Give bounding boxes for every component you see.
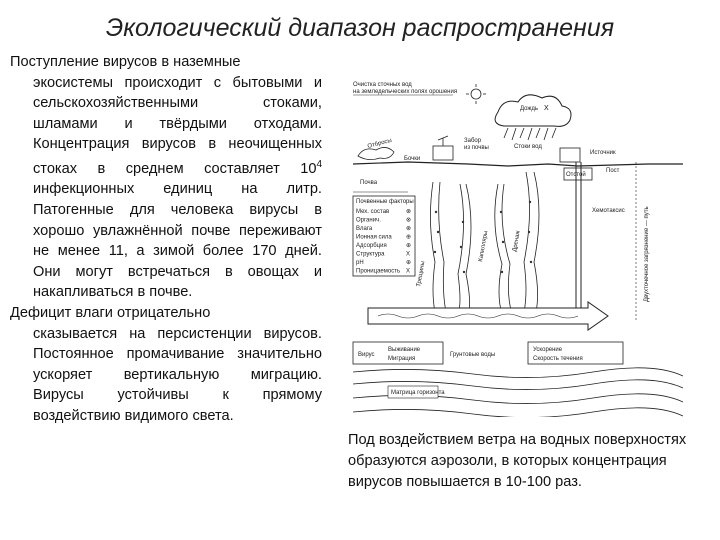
factor-mark: ⊕: [406, 243, 411, 249]
tank-label-1: Забор: [464, 138, 482, 144]
paragraph-first-line: Дефицит влаги отрицательно: [10, 304, 211, 321]
sediment-label: Отстой: [566, 171, 586, 178]
factor-mark: ⊗: [406, 209, 411, 215]
paragraph-body-tail: инфекционных единиц на литр. Патогенные …: [33, 181, 322, 301]
soil-factors-table: Почвенные факторы Мех. состав ⊗ Органич. ⊗ В…: [352, 195, 416, 277]
bottom-left-survival: Выживание: [388, 347, 421, 353]
vertical-label-capillaries: Капилляры: [478, 230, 489, 262]
pump-house-icon: [559, 147, 593, 322]
factor-mark: ⊕: [406, 260, 411, 266]
bottom-left-virus: Вирус: [358, 352, 375, 358]
factor-name: Органич.: [356, 218, 381, 224]
paragraph-body: экосистемы происходит с бытовыми и сельс…: [10, 73, 322, 303]
factor-name: Мех. состав: [356, 209, 389, 215]
bottom-right-speed: Скорость течения: [533, 356, 583, 362]
factor-name: Структура: [356, 252, 385, 258]
factor-name: Влага: [356, 226, 373, 232]
migration-dots: [433, 200, 533, 274]
bottom-info-row: Вирус Выживание Миграция Грунтовые воды …: [352, 341, 624, 365]
factor-name: Ионная сила: [356, 235, 392, 241]
well-label: Бочки: [404, 156, 420, 162]
paragraph-body: сказывается на персистенции вирусов. Пос…: [33, 325, 322, 424]
side-label: Двухточечное загрязнение — путь: [644, 206, 650, 302]
rain-cloud-icon: [494, 94, 572, 141]
rain-label: Дождь: [520, 106, 538, 112]
waste-cloud-icon: [357, 147, 395, 160]
factor-mark: ⊗: [406, 226, 411, 232]
page-title: Экологический диапазон распространения: [105, 14, 615, 42]
bottom-left-migration: Миграция: [388, 356, 415, 362]
soil-label: Почва: [360, 180, 378, 186]
groundwater-flow-arrow: [367, 301, 609, 331]
factor-name: pH: [356, 260, 364, 266]
tank-label-2: из почвы: [464, 145, 489, 151]
ecology-diagram: Очистка сточных вод на земледельческих п…: [352, 82, 684, 417]
paragraph-first-line: Поступление вирусов в наземные: [10, 54, 241, 70]
aerosol-note: Под воздействием ветра на водных поверхн…: [348, 432, 687, 490]
vertical-label-drainage: Дренаж: [512, 230, 522, 252]
paragraph-body-text: экосистемы происходит с бытовыми и сельс…: [33, 74, 322, 177]
factor-mark: X: [406, 252, 410, 258]
diagram-top-label-1: Очистка сточных вод: [353, 82, 412, 88]
vertical-label-cracks: Трещины: [416, 261, 426, 288]
rain-mark: X: [544, 105, 549, 112]
left-text-block: Поступление вирусов в наземные экосистем…: [10, 52, 322, 427]
diagram-top-label-2: на земледельческих полях орошения: [353, 89, 457, 95]
spring-label: Источник: [590, 150, 616, 156]
factor-mark: ⊕: [406, 235, 411, 241]
factor-name: Адсорбция: [356, 243, 387, 249]
paragraph-virus-entry: Поступление вирусов в наземные экосистем…: [10, 52, 322, 303]
runoff-label: Стоки вод: [514, 144, 542, 150]
factor-mark: ⊗: [406, 218, 411, 224]
sun-icon: [466, 84, 486, 104]
factor-name: Проницаемость: [356, 269, 400, 275]
aquifer-label: Матрица горизонта: [391, 390, 445, 396]
bottom-right-accel: Ускорение: [533, 347, 563, 353]
tank-icon: [432, 135, 454, 161]
exponent: 4: [316, 158, 322, 170]
factor-mark: X: [406, 269, 410, 275]
tap-label: Пост: [606, 168, 620, 174]
bottom-mid-groundwater: Грунтовые воды: [450, 352, 495, 358]
factors-title: Почвенные факторы: [356, 199, 414, 205]
migration-channels: [430, 171, 540, 315]
paragraph-moisture: Дефицит влаги отрицательно сказывается н…: [10, 303, 322, 427]
vertical-label-chemotaxis: Хемотаксис: [592, 208, 625, 214]
